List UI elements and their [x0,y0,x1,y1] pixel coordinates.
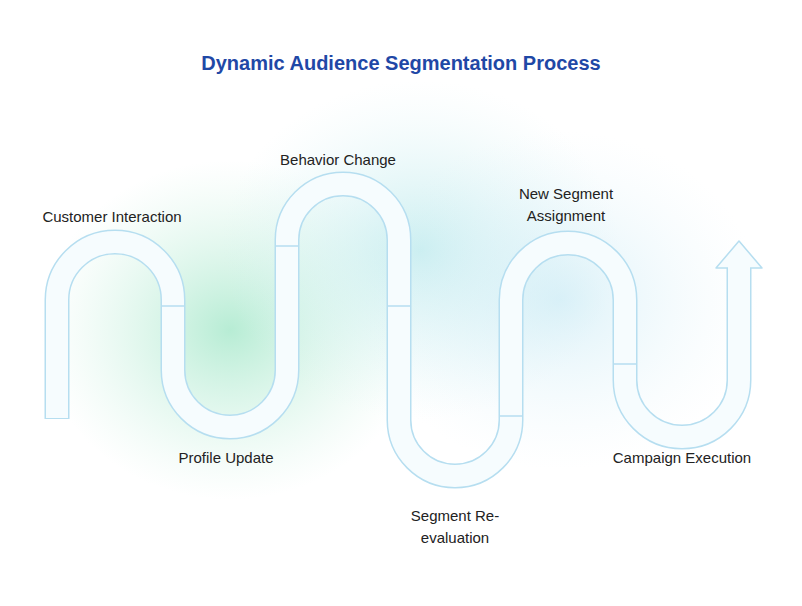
step-label: Behavior Change [238,149,438,171]
pipe-body [57,184,739,476]
arrowhead [716,241,762,268]
step-label: Campaign Execution [582,447,782,469]
step-label: Segment Re- evaluation [400,505,510,549]
step-label: Profile Update [126,447,326,469]
step-label: Customer Interaction [12,206,212,228]
glow [360,130,760,470]
diagram-title: Dynamic Audience Segmentation Process [0,52,802,75]
pipe-joints [162,246,636,416]
pipe-outline [57,184,739,476]
step-label: New Segment Assignment [501,183,631,227]
